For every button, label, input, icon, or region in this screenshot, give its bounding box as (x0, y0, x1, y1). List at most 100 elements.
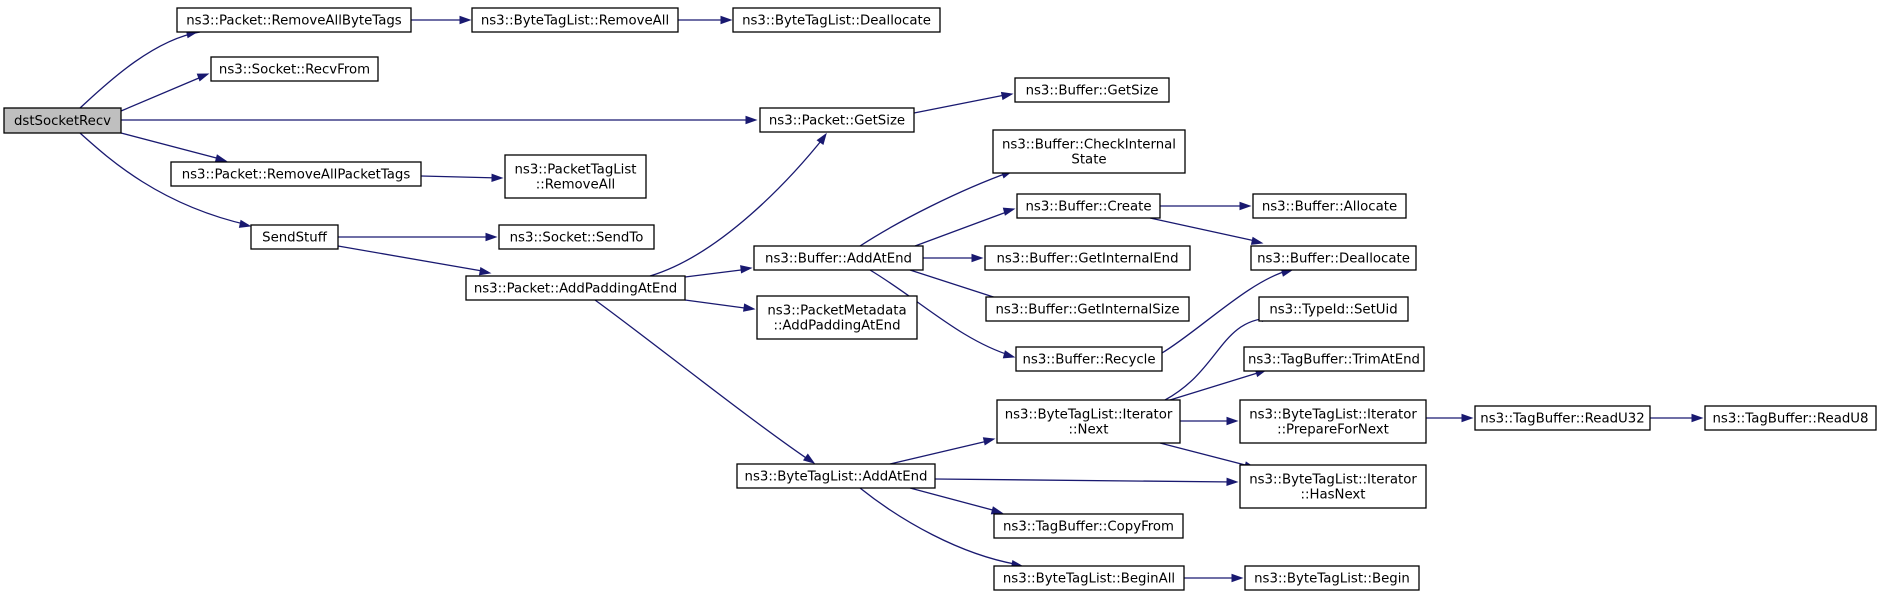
node-label: ns3::ByteTagList::Iterator (1249, 473, 1417, 488)
edge-packet-get-size-to-buffer-get-size (913, 93, 1011, 114)
edge-root-to-send-stuff (79, 132, 249, 226)
node-label: ns3::Buffer::CheckInternal (1002, 138, 1176, 153)
node-box (993, 565, 1185, 591)
node-label: ns3::TagBuffer::ReadU8 (1713, 412, 1869, 427)
node-box (498, 224, 655, 250)
node-prepare-for-next[interactable]: ns3::ByteTagList::Iterator::PrepareForNe… (1239, 399, 1427, 444)
node-add-padding-at-end[interactable]: ns3::Packet::AddPaddingAtEnd (465, 275, 686, 301)
node-box (465, 275, 686, 301)
edge-root-to-remove-all-byte-tags (79, 31, 201, 109)
node-label: ns3::Packet::RemoveAllByteTags (186, 14, 402, 29)
node-label: ns3::Packet::AddPaddingAtEnd (474, 282, 677, 297)
edge-iter-next-to-set-uid (1164, 317, 1271, 401)
arrowhead-icon (238, 219, 252, 228)
node-read-u8[interactable]: ns3::TagBuffer::ReadU8 (1704, 405, 1877, 431)
node-btl-add-at-end[interactable]: ns3::ByteTagList::AddAtEnd (736, 463, 936, 489)
edge-btl-add-at-end-to-iter-next (889, 439, 993, 465)
node-iter-next[interactable]: ns3::ByteTagList::Iterator::Next (996, 399, 1181, 444)
node-has-next[interactable]: ns3::ByteTagList::Iterator::HasNext (1239, 464, 1427, 509)
node-buffer-allocate[interactable]: ns3::Buffer::Allocate (1252, 193, 1407, 219)
node-label: ns3::ByteTagList::AddAtEnd (745, 470, 928, 485)
node-label: ns3::PacketTagList (514, 163, 636, 178)
node-pm-add-padding-at-end[interactable]: ns3::PacketMetadata::AddPaddingAtEnd (756, 295, 918, 340)
node-ptl-remove-all[interactable]: ns3::PacketTagList::RemoveAll (504, 154, 647, 199)
node-box (1239, 399, 1427, 444)
node-label: ::RemoveAll (536, 178, 615, 193)
node-label: ns3::Buffer::GetInternalSize (995, 303, 1179, 318)
node-label: ::Next (1069, 423, 1109, 438)
edge-buffer-add-at-end-to-buffer-recycle (869, 269, 1013, 357)
node-label: ns3::ByteTagList::Iterator (1249, 408, 1417, 423)
edge-buffer-create-to-buffer-deallocate (1149, 217, 1261, 243)
arrowhead-icon (491, 173, 504, 183)
arrowhead-icon (982, 437, 996, 446)
node-box (996, 399, 1181, 444)
node-root[interactable]: dstSocketRecv (3, 107, 122, 134)
edge-root-to-recv-from (120, 74, 207, 112)
node-box (3, 107, 122, 134)
arrowhead-icon (971, 253, 984, 263)
node-copy-from[interactable]: ns3::TagBuffer::CopyFrom (993, 513, 1184, 539)
node-remove-all-packet-tags[interactable]: ns3::Packet::RemoveAllPacketTags (170, 161, 422, 187)
arrowhead-icon (1231, 573, 1244, 583)
node-box (732, 7, 941, 33)
node-label: ns3::ByteTagList::RemoveAll (481, 14, 669, 29)
node-set-uid[interactable]: ns3::TypeId::SetUid (1258, 296, 1409, 322)
node-send-to[interactable]: ns3::Socket::SendTo (498, 224, 655, 250)
node-box (1474, 405, 1651, 431)
node-box (170, 161, 422, 187)
node-label: ns3::Packet::RemoveAllPacketTags (182, 168, 411, 183)
node-buffer-deallocate[interactable]: ns3::Buffer::Deallocate (1250, 245, 1417, 271)
node-remove-all-byte-tags[interactable]: ns3::Packet::RemoveAllByteTags (176, 7, 412, 33)
node-btl-remove-all[interactable]: ns3::ByteTagList::RemoveAll (471, 7, 679, 33)
node-read-u32[interactable]: ns3::TagBuffer::ReadU32 (1474, 405, 1651, 431)
node-label: ::AddPaddingAtEnd (773, 319, 900, 334)
node-box (1015, 346, 1163, 372)
node-label: ns3::PacketMetadata (767, 304, 906, 319)
node-box (759, 107, 915, 133)
node-get-internal-end[interactable]: ns3::Buffer::GetInternalEnd (984, 245, 1191, 271)
edge-btl-add-at-end-to-has-next (934, 478, 1236, 483)
node-label: ns3::Socket::SendTo (510, 231, 644, 246)
edge-buffer-add-at-end-to-buffer-create (914, 209, 1013, 247)
edge-add-padding-at-end-to-btl-add-at-end (594, 299, 813, 463)
node-label: ns3::Buffer::Allocate (1262, 200, 1397, 215)
node-box (1016, 193, 1161, 219)
node-get-internal-size[interactable]: ns3::Buffer::GetInternalSize (985, 296, 1190, 322)
node-label: ns3::TypeId::SetUid (1269, 303, 1397, 318)
node-label: ns3::ByteTagList::Deallocate (742, 14, 931, 29)
edge-add-padding-at-end-to-pm-add-padding-at-end (684, 299, 753, 310)
edge-remove-all-packet-tags-to-ptl-remove-all (420, 175, 501, 179)
node-trim-at-end[interactable]: ns3::TagBuffer::TrimAtEnd (1243, 346, 1425, 372)
node-box (985, 296, 1190, 322)
node-buffer-recycle[interactable]: ns3::Buffer::Recycle (1015, 346, 1163, 372)
node-buffer-add-at-end[interactable]: ns3::Buffer::AddAtEnd (753, 245, 924, 271)
node-box (984, 245, 1191, 271)
node-buffer-create[interactable]: ns3::Buffer::Create (1016, 193, 1161, 219)
node-label: SendStuff (262, 231, 328, 246)
arrowhead-icon (1226, 477, 1239, 487)
arrowhead-icon (1461, 413, 1474, 423)
node-box (993, 513, 1184, 539)
arrowhead-icon (1002, 207, 1016, 216)
node-label: ::PrepareForNext (1277, 423, 1389, 438)
node-buffer-get-size[interactable]: ns3::Buffer::GetSize (1014, 77, 1170, 103)
node-btl-deallocate[interactable]: ns3::ByteTagList::Deallocate (732, 7, 941, 33)
node-box (753, 245, 924, 271)
node-packet-get-size[interactable]: ns3::Packet::GetSize (759, 107, 915, 133)
node-send-stuff[interactable]: SendStuff (250, 224, 339, 250)
edge-buffer-recycle-to-buffer-deallocate (1161, 269, 1291, 354)
node-btl-begin[interactable]: ns3::ByteTagList::Begin (1244, 565, 1420, 591)
arrowhead-icon (802, 453, 816, 464)
node-box (1250, 245, 1417, 271)
node-label: ns3::Buffer::Create (1025, 200, 1151, 215)
node-box (1239, 464, 1427, 509)
node-begin-all[interactable]: ns3::ByteTagList::BeginAll (993, 565, 1185, 591)
node-recv-from[interactable]: ns3::Socket::RecvFrom (210, 56, 379, 82)
node-box (1244, 565, 1420, 591)
node-box (1014, 77, 1170, 103)
edge-iter-next-to-trim-at-end (1169, 370, 1265, 401)
node-label: ns3::Buffer::AddAtEnd (765, 252, 912, 267)
